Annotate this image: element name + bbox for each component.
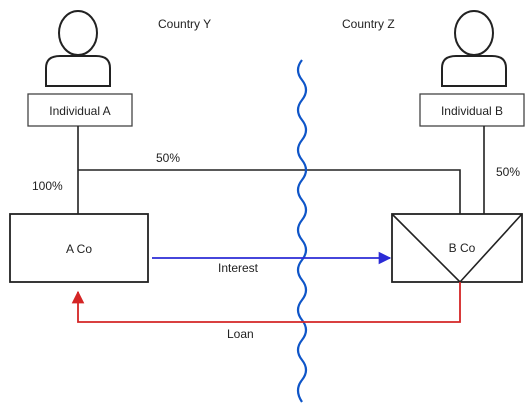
individual-b-label: Individual B	[441, 104, 503, 118]
loan-arrow	[71, 282, 461, 323]
person-b-icon	[441, 10, 507, 87]
interest-label: Interest	[218, 261, 259, 275]
country-z-label: Country Z	[342, 17, 395, 31]
ownership-100-label: 100%	[32, 179, 63, 193]
a-co-label: A Co	[66, 242, 92, 256]
individual-a-box: Individual A	[27, 93, 133, 127]
b-co-box: B Co	[391, 213, 523, 284]
a-co-box: A Co	[9, 213, 149, 283]
country-border-line	[296, 59, 308, 403]
ownership-50-b-label: 50%	[496, 165, 520, 179]
b-co-label: B Co	[449, 241, 476, 255]
individual-b-box: Individual B	[419, 93, 525, 127]
loan-label: Loan	[227, 327, 254, 341]
ownership-lines	[77, 126, 485, 214]
individual-a-label: Individual A	[49, 104, 110, 118]
country-y-label: Country Y	[158, 17, 211, 31]
person-a-icon	[45, 10, 111, 87]
ownership-50-a-label: 50%	[156, 151, 180, 165]
